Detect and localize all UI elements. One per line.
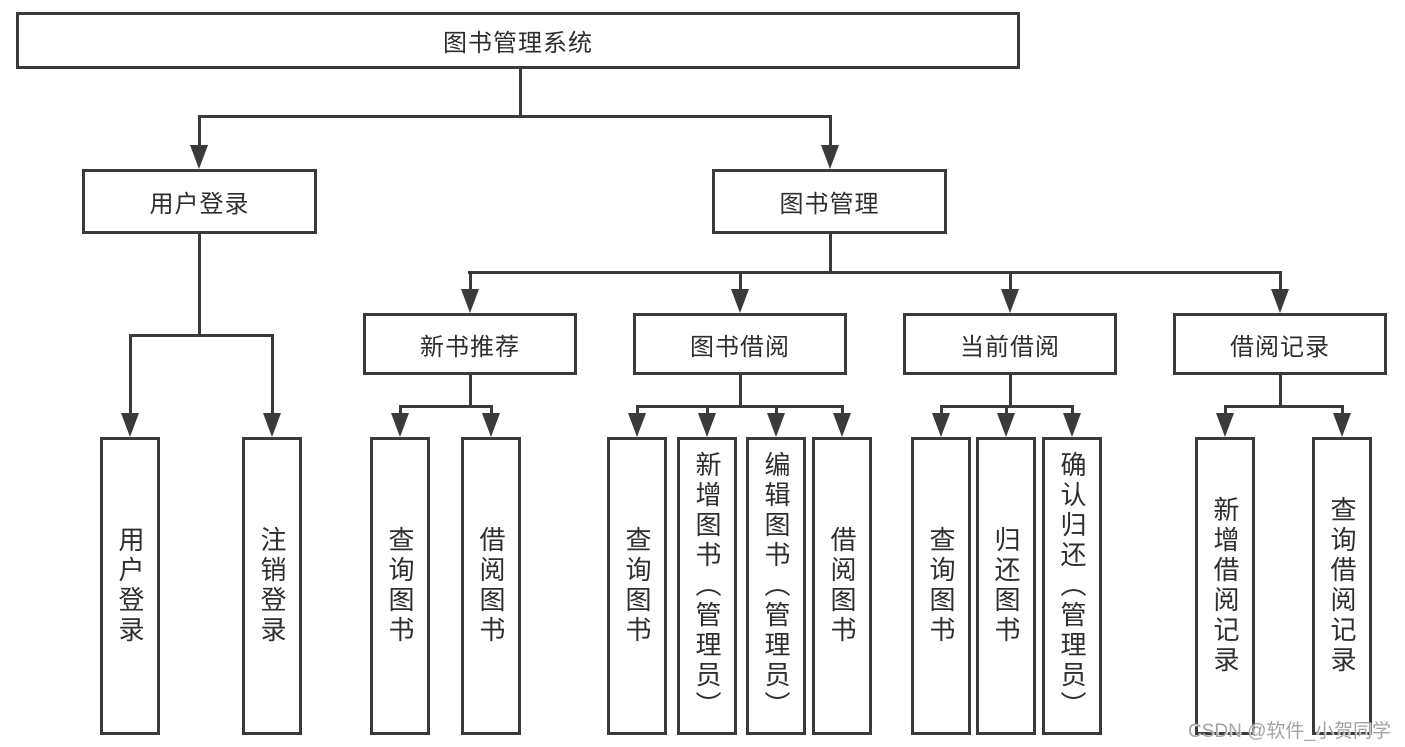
connector-vline: [1341, 405, 1344, 417]
arrowhead-down-icon: [833, 413, 851, 437]
leaf-user-login: 用户登录: [100, 437, 160, 735]
leaf-confirm-return-admin: 确认归还（管理员）: [1042, 437, 1102, 735]
connector-hline: [198, 115, 831, 118]
leaf-return-book: 归还图书: [976, 437, 1036, 735]
connector-hline: [129, 334, 274, 337]
arrowhead-down-icon: [731, 289, 749, 313]
connector-vline: [1009, 271, 1012, 296]
arrowhead-down-icon: [482, 413, 500, 437]
arrowhead-down-icon: [767, 413, 785, 437]
leaf-edit-book-admin: 编辑图书（管理员）: [746, 437, 806, 735]
connector-vline: [829, 115, 832, 150]
connector-vline: [636, 405, 639, 417]
node-label: 注销登录: [257, 526, 287, 646]
arrowhead-down-icon: [391, 413, 409, 437]
connector-vline: [519, 68, 522, 117]
connector-vline: [739, 375, 742, 407]
arrowhead-down-icon: [1271, 289, 1289, 313]
node-label: 查询图书: [926, 526, 956, 646]
connector-vline: [271, 334, 274, 421]
leaf-add-book-admin: 新增图书（管理员）: [677, 437, 737, 735]
arrowhead-down-icon: [461, 289, 479, 313]
node-user-login: 用户登录: [82, 169, 317, 234]
connector-vline: [775, 405, 778, 417]
node-label: 用户登录: [115, 526, 145, 646]
arrowhead-down-icon: [698, 413, 716, 437]
arrowhead-down-icon: [1001, 289, 1019, 313]
arrowhead-down-icon: [1216, 413, 1234, 437]
leaf-borrow-books: 借阅图书: [812, 437, 872, 735]
connector-vline: [1279, 271, 1282, 296]
connector-hline: [1224, 405, 1344, 408]
leaf-query-books-borrow: 查询图书: [607, 437, 667, 735]
node-borrowing-records: 借阅记录: [1173, 313, 1387, 375]
node-label: 查询借阅记录: [1327, 496, 1357, 676]
arrowhead-down-icon: [190, 145, 208, 169]
leaf-borrow-books-recommend: 借阅图书: [461, 437, 521, 735]
connector-hline: [636, 405, 844, 408]
connector-vline: [198, 115, 201, 150]
leaf-logout: 注销登录: [242, 437, 302, 735]
connector-vline: [706, 405, 709, 417]
node-label: 新增图书（管理员）: [692, 451, 722, 721]
arrowhead-down-icon: [121, 413, 139, 437]
node-label: 当前借阅: [960, 333, 1060, 361]
connector-vline: [198, 233, 201, 335]
arrowhead-down-icon: [263, 413, 281, 437]
node-label: 借阅图书: [476, 526, 506, 646]
connector-vline: [469, 375, 472, 407]
node-label: 图书管理系统: [443, 30, 593, 57]
connector-hline: [468, 271, 1282, 274]
connector-vline: [399, 405, 402, 417]
connector-vline: [469, 271, 472, 296]
node-label: 查询图书: [622, 526, 652, 646]
node-label: 确认归还（管理员）: [1057, 451, 1087, 721]
connector-vline: [1009, 375, 1012, 407]
arrowhead-down-icon: [821, 145, 839, 169]
connector-vline: [129, 334, 132, 421]
connector-vline: [490, 405, 493, 417]
connector-vline: [1005, 405, 1008, 417]
node-label: 新增借阅记录: [1210, 496, 1240, 676]
node-book-management: 图书管理: [712, 169, 947, 234]
arrowhead-down-icon: [932, 413, 950, 437]
node-label: 归还图书: [991, 526, 1021, 646]
node-label: 新书推荐: [420, 333, 520, 361]
connector-hline: [399, 405, 493, 408]
leaf-add-borrow-record: 新增借阅记录: [1195, 437, 1255, 735]
leaf-query-books-current: 查询图书: [911, 437, 971, 735]
node-new-book-recommend: 新书推荐: [363, 313, 577, 375]
connector-vline: [940, 405, 943, 417]
connector-vline: [739, 271, 742, 296]
node-label: 图书借阅: [690, 333, 790, 361]
leaf-query-borrow-record: 查询借阅记录: [1312, 437, 1372, 735]
node-label: 查询图书: [385, 526, 415, 646]
connector-vline: [829, 233, 832, 274]
connector-vline: [1224, 405, 1227, 417]
leaf-query-books-recommend: 查询图书: [370, 437, 430, 735]
connector-vline: [1071, 405, 1074, 417]
node-label: 借阅记录: [1230, 333, 1330, 361]
node-label: 借阅图书: [827, 526, 857, 646]
node-label: 编辑图书（管理员）: [761, 451, 791, 721]
connector-vline: [841, 405, 844, 417]
arrowhead-down-icon: [1063, 413, 1081, 437]
node-label: 图书管理: [779, 191, 880, 218]
node-label: 用户登录: [149, 191, 250, 218]
arrowhead-down-icon: [1333, 413, 1351, 437]
arrowhead-down-icon: [628, 413, 646, 437]
node-current-borrowing: 当前借阅: [903, 313, 1117, 375]
csdn-watermark: CSDN @软件_小贺同学: [1188, 721, 1391, 742]
node-library-management-system: 图书管理系统: [16, 12, 1020, 69]
arrowhead-down-icon: [997, 413, 1015, 437]
connector-vline: [1279, 375, 1282, 407]
node-book-borrowing: 图书借阅: [633, 313, 847, 375]
